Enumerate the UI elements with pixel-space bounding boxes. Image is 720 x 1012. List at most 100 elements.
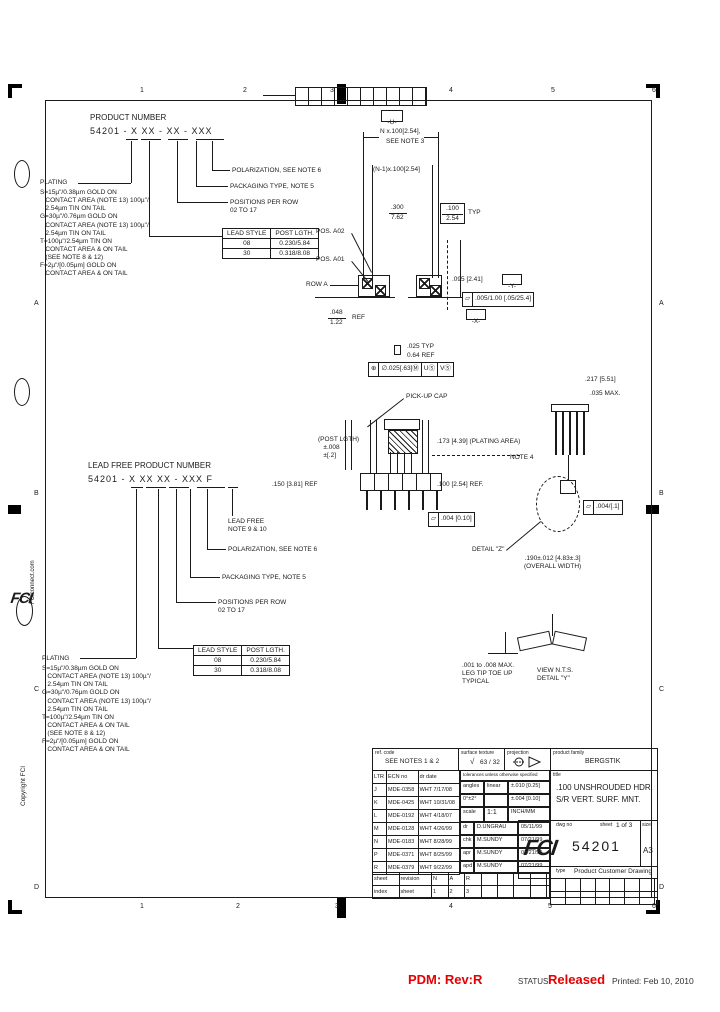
corner-mark (656, 84, 660, 98)
units-cell: INCH/MM (508, 807, 550, 822)
corner-mark (646, 910, 660, 914)
rev-header: dr date (417, 770, 461, 784)
dim-025: .025 TYP (407, 343, 434, 350)
ext-line (505, 632, 506, 653)
zone-col: 5 (548, 903, 552, 910)
surface-texture-label: surface texture (461, 750, 495, 756)
lead-style-table-2: LEAD STYLE POST LGTH. 08 0.230/5.84 30 0… (192, 645, 290, 676)
ls-cell: 08 (192, 655, 243, 666)
copyright-text: Copyright FCI (20, 765, 27, 806)
dim-100: .100 (446, 205, 459, 212)
fold-mark-bottom (337, 898, 346, 918)
tolerance-value-1: ±.010 [0.25] (508, 781, 550, 794)
ls-header: LEAD STYLE (221, 228, 272, 239)
ls-cell: 30 (221, 248, 272, 259)
ls-header: POST LGTH. (270, 228, 319, 239)
zone-col: 6 (652, 903, 656, 910)
corner-mark (8, 900, 12, 914)
ls-cell: 0.230/5.84 (241, 655, 290, 666)
flatness-symbol: ▱ (429, 513, 439, 526)
positions-note: POSITIONS PER ROW 02 TO 17 (230, 199, 299, 215)
fold-mark-right (646, 505, 659, 514)
lead-style-table: LEAD STYLE POST LGTH. 08 0.230/5.84 30 0… (221, 228, 319, 259)
leader (212, 170, 230, 171)
pickup-cap-label: PICK-UP CAP (406, 393, 448, 400)
board-line (315, 297, 395, 298)
zone-row: D (34, 884, 40, 891)
zone-row: D (659, 884, 665, 891)
note-4: NOTE 4 (510, 454, 534, 461)
zone-col: 5 (551, 87, 555, 94)
typ-label: TYP (468, 209, 481, 216)
type-label: type (556, 868, 566, 874)
zone-row: C (659, 686, 665, 693)
ext-line (432, 165, 433, 278)
appr-name: M.SUNDY (474, 848, 518, 861)
code-underline (131, 487, 143, 488)
zone-row: A (34, 300, 39, 307)
leader (177, 202, 228, 203)
corner-mark (8, 910, 22, 914)
empty-grid (550, 878, 658, 905)
view-nts-label: VIEW N.T.S. DETAIL "Y" (537, 667, 574, 683)
post (422, 420, 423, 473)
leader (158, 489, 159, 648)
tolerance-header: tolerances unless otherwise specified (460, 770, 550, 781)
stem (568, 455, 569, 480)
dim-100-ref: .100 [2.54] REF. (437, 481, 484, 488)
post-legs (555, 412, 585, 455)
tb-line (518, 820, 519, 878)
post (370, 420, 371, 473)
angles-label: angles (460, 781, 484, 794)
appr-role: apr (460, 848, 474, 861)
corner-mark (8, 84, 12, 98)
zone-col: 1 (140, 87, 144, 94)
datum-y: -Y- (507, 283, 517, 290)
header-body-right (416, 275, 442, 297)
datum-u-flag: -U- (381, 110, 403, 126)
zone-row: B (659, 490, 664, 497)
dim-095: .095 [2.41] (452, 276, 483, 283)
tb-line (504, 748, 505, 770)
code-underline (126, 139, 138, 140)
corner-mark (646, 84, 660, 88)
zone-col: 6 (652, 87, 656, 94)
ref-label: REF (352, 314, 365, 321)
pickup-cap (384, 419, 420, 430)
corner-mark (656, 900, 660, 914)
dim-150-ref: .150 [3.81] REF (272, 481, 318, 488)
pin-x (419, 278, 430, 289)
detail-z-label: DETAIL "Z" (472, 546, 505, 553)
solder-tails (366, 491, 440, 510)
code-underline (141, 139, 161, 140)
position-tolerance: ∅.025[.63]Ⓜ (379, 363, 422, 376)
datum-u: -U- (387, 119, 397, 126)
dwg-no-label: dwg no (556, 822, 573, 828)
ref-code-value: SEE NOTES 1 & 2 (385, 758, 440, 765)
centerline (447, 240, 448, 310)
product-family-value: BERGSTIK (585, 758, 621, 765)
leader (176, 602, 216, 603)
dim-035-max: .035 MAX. (590, 390, 621, 397)
fold-mark-left (8, 505, 21, 514)
fraction-bar (442, 214, 463, 215)
drawing-title: .100 UNSHROUDED HDR. S/R VERT. SURF. MNT… (556, 783, 653, 804)
leader (552, 614, 553, 636)
dim-064: 0.64 REF (407, 352, 435, 359)
tb-line (518, 820, 658, 821)
tb-line (458, 748, 459, 770)
datum-line (488, 653, 518, 654)
linear-spacer (484, 794, 508, 807)
post-length-note: (POST LGTH) ±.008 ±[.2] (318, 436, 360, 460)
third-angle-projection-icon (513, 756, 542, 768)
dim-048: .048 (330, 309, 343, 316)
leader (330, 285, 358, 286)
pin-x (362, 278, 373, 289)
film-strip (295, 87, 427, 106)
printed-date: Printed: Feb 10, 2010 (612, 976, 694, 986)
